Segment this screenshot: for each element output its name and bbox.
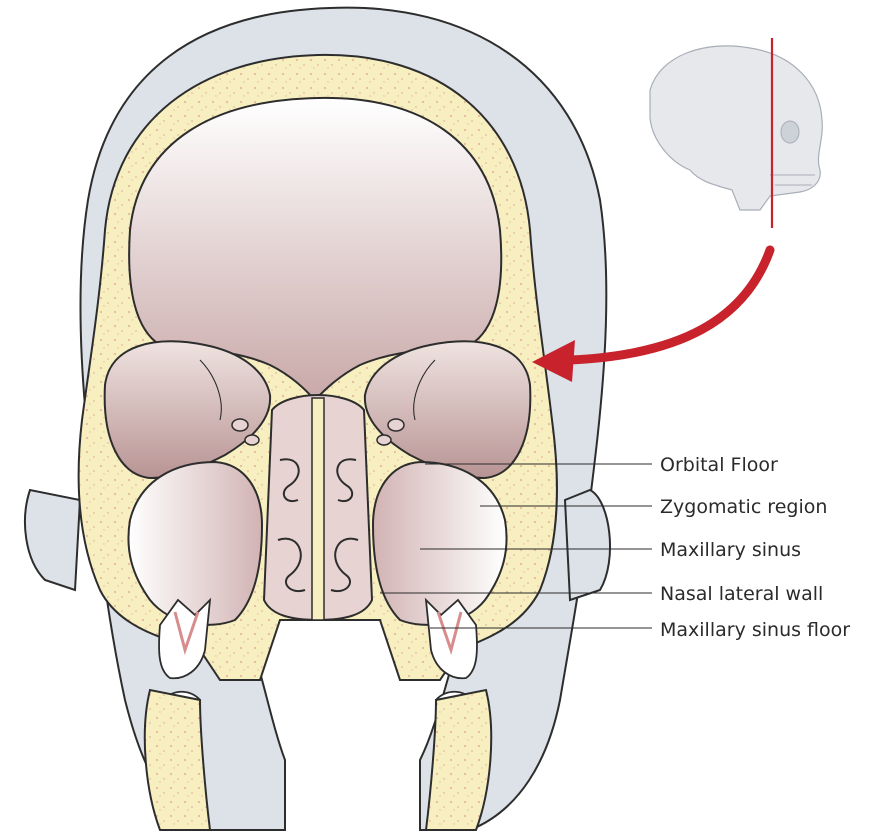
- label-maxillary-sinus-floor: Maxillary sinus floor: [660, 619, 850, 641]
- label-maxillary-sinus: Maxillary sinus: [660, 539, 801, 561]
- labels: Orbital Floor Zygomatic region Maxillary…: [660, 454, 850, 641]
- nasal-septum: [312, 398, 324, 620]
- left-mandible: [145, 690, 210, 830]
- label-zygomatic-region: Zygomatic region: [660, 496, 827, 518]
- right-mandible: [426, 690, 491, 830]
- label-nasal-lateral-wall: Nasal lateral wall: [660, 583, 823, 605]
- label-orbital-floor: Orbital Floor: [660, 454, 778, 476]
- skull-profile-icon: [650, 38, 822, 228]
